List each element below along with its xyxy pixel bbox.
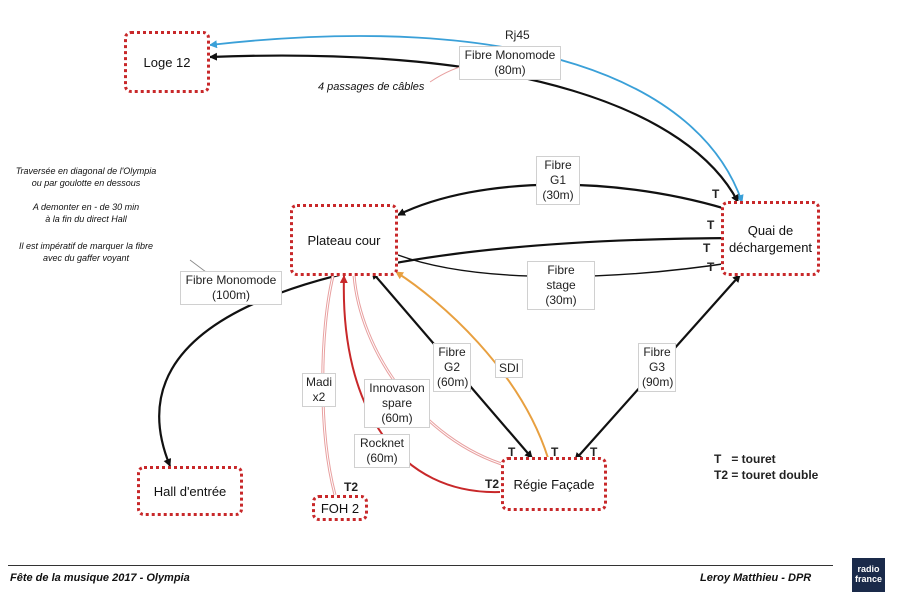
node-regie-label: Régie Façade [513,476,595,492]
node-foh-label: FOH 2 [320,500,360,516]
label-fibre-stage: Fibre stage (30m) [527,261,595,310]
node-quai-label-1: Quai de [747,222,794,238]
radio-france-logo: radio france [852,558,885,592]
node-quai-label-2: déchargement [728,239,813,255]
label-fibre-g1: Fibre G1 (30m) [536,156,580,205]
edge-fibre-mono-80 [209,52,739,203]
label-fibre-mono-80: Fibre Monomode (80m) [459,46,561,80]
node-plateau-cour: Plateau cour [290,204,398,276]
node-hall-label: Hall d'entrée [153,483,227,499]
label-fibre-mono-100: Fibre Monomode (100m) [180,271,282,305]
mark-t-regie-2: T [551,445,559,459]
legend: T = touret T2 = touret double [714,451,818,483]
legend-touret: T = touret [714,452,776,466]
mark-t-quai-3: T [703,241,711,255]
mark-t-quai-4: T [707,260,715,274]
node-plateau-cour-label: Plateau cour [307,232,381,248]
node-loge-12-label: Loge 12 [143,54,191,70]
label-fibre-g3: Fibre G3 (90m) [638,343,676,392]
note-traversee: Traversée en diagonal de l'Olympia ou pa… [15,166,157,188]
label-sdi: SDI [495,359,523,378]
node-quai-dechargement: Quai de déchargement [721,201,820,276]
label-rocknet: Rocknet (60m) [354,434,410,468]
label-rj45: Rj45 [505,28,530,42]
note-passages-cables: 4 passages de câbles [318,81,425,93]
node-hall-entree: Hall d'entrée [137,466,243,516]
mark-t-quai-2: T [707,218,715,232]
note-demonter: A demonter en - de 30 min à la fin du di… [32,202,140,224]
label-madi: Madi x2 [302,373,336,407]
mark-t-regie-3: T [590,445,598,459]
footer-author: Leroy Matthieu - DPR [700,572,812,584]
mark-t2-foh: T2 [344,480,359,494]
node-regie-facade: Régie Façade [501,457,607,511]
footer-divider [8,565,833,566]
note-imperatif: Il est impératif de marquer la fibre ave… [18,241,154,263]
mark-t-regie-1: T [508,445,516,459]
mark-t2-regie: T2 [485,477,500,491]
label-innovason: Innovason spare (60m) [364,379,430,428]
node-foh-2: FOH 2 [312,495,368,521]
node-loge-12: Loge 12 [124,31,210,93]
footer-event-title: Fête de la musique 2017 - Olympia [10,572,190,584]
label-fibre-g2: Fibre G2 (60m) [433,343,471,392]
edge-sdi [395,271,549,459]
legend-touret-double: T2 = touret double [714,468,819,482]
mark-t-quai-1: T [712,187,720,201]
